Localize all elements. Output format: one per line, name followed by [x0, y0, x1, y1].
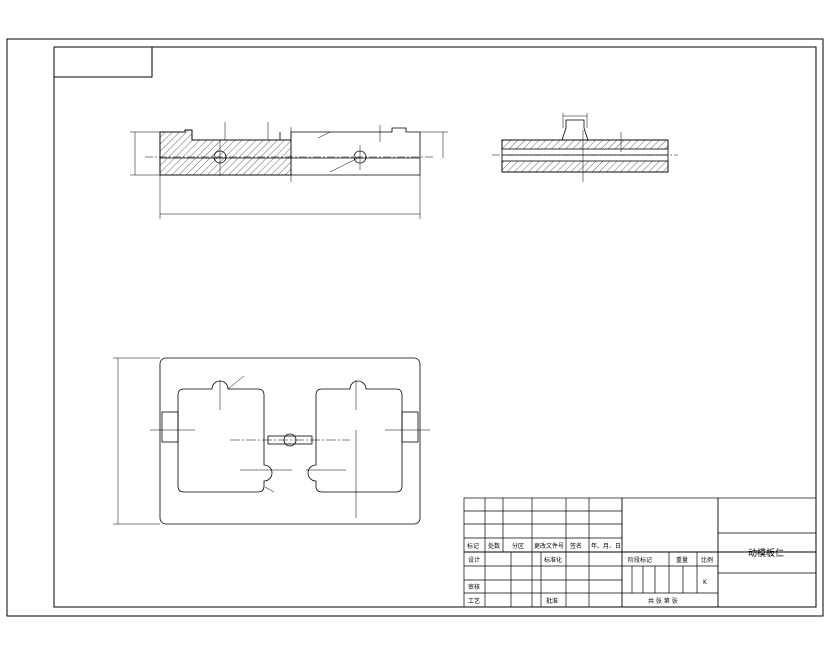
cavity-right	[307, 380, 403, 493]
plan-leader-notch	[264, 486, 275, 493]
tb-review-label: 审核	[468, 583, 480, 591]
tb-stage-mark-label: 阶段标记	[628, 556, 652, 564]
leader-top-right	[317, 131, 331, 139]
tb-process-label: 工艺	[468, 597, 480, 605]
tb-change-doc-label: 更改文件号	[534, 542, 564, 550]
tb-scale-label: 比例	[701, 556, 713, 564]
tb-design-label: 设计	[468, 556, 480, 564]
leader-right-hole	[329, 156, 361, 173]
tb-mark-label: 标记	[467, 542, 479, 550]
tb-approve-label: 批准	[546, 597, 558, 605]
tb-signature-label: 签名	[570, 542, 582, 550]
drawing-number-box	[53, 46, 153, 78]
front-view-hatch	[159, 129, 292, 176]
inner-border	[53, 46, 817, 608]
tb-scale-letter: K	[703, 579, 708, 586]
side-view-hatch-bottom	[501, 160, 669, 173]
outer-border	[6, 38, 824, 617]
tb-standardization-label: 标准化	[544, 556, 562, 564]
cavity-left	[177, 380, 273, 493]
tb-weight-label: 重量	[676, 556, 688, 564]
title-block-frame	[463, 497, 817, 608]
title-block	[463, 497, 817, 608]
tb-date-label: 年、月、日	[591, 542, 621, 550]
plan-leader-gate	[227, 375, 245, 390]
slider-slot-left	[161, 411, 179, 443]
top-plan-view	[113, 357, 430, 525]
side-section-view	[492, 113, 678, 182]
tb-count-label: 处数	[488, 542, 500, 550]
front-section-view	[130, 122, 448, 219]
side-view-hatch-top	[501, 139, 669, 150]
tb-zone-label: 分区	[512, 542, 524, 550]
side-view-gate-boss	[561, 119, 589, 141]
tb-sheets-label: 共 张 第 张	[648, 597, 678, 605]
tb-part-name: 动模板仁	[748, 547, 784, 559]
plate-outline	[159, 357, 421, 525]
slider-slot-right	[401, 411, 419, 443]
